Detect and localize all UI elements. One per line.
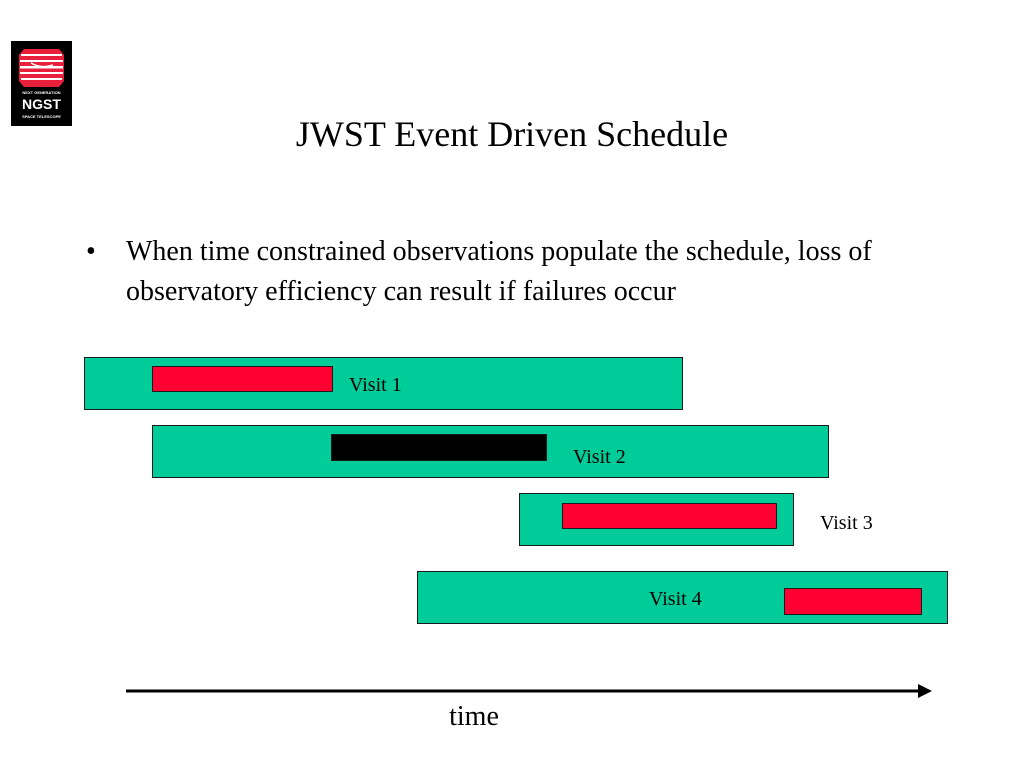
visit-2-black-bar [331,434,547,461]
arrowhead-icon [918,684,932,698]
visit-4-failure-bar [784,588,922,615]
slide-title: JWST Event Driven Schedule [295,114,729,154]
visit-2-label: Visit 2 [573,446,626,468]
visit-1-label: Visit 1 [349,374,402,396]
logo-line-3: SPACE TELESCOPE [22,114,61,119]
logo-line-2: NGST [22,96,61,112]
visit-4-label: Visit 4 [649,588,702,610]
ngst-logo-icon [11,41,72,126]
time-axis-label: time [449,701,499,732]
time-arrow [126,684,932,698]
visit-1-failure-bar [152,366,333,392]
bullet-marker: • [86,236,96,267]
logo-line-1: NEXT GENERATION [22,90,61,95]
visit-3-label: Visit 3 [820,512,873,534]
ngst-logo: NEXT GENERATION NGST SPACE TELESCOPE [11,41,72,126]
visit-3-failure-bar [562,503,777,529]
bullet-text: When time constrained observations popul… [126,236,872,307]
